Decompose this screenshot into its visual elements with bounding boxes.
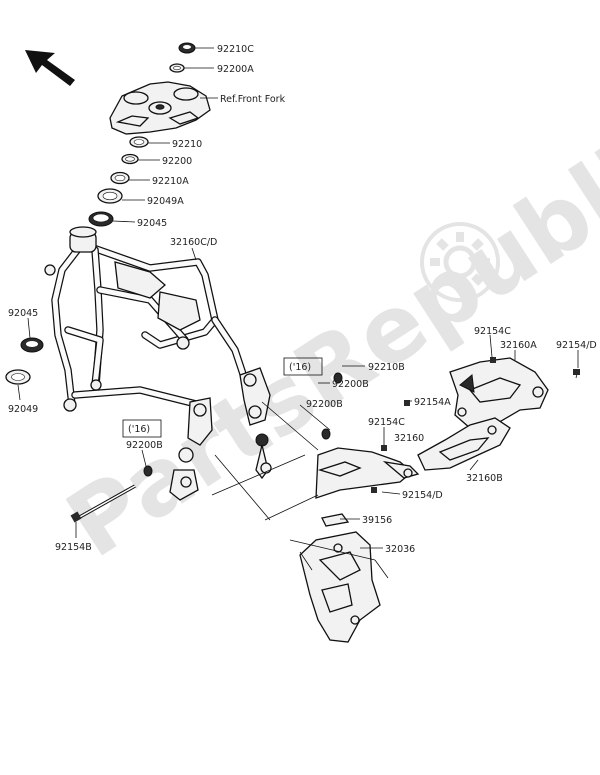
leader-lines [17,47,579,549]
label-92200A: 92200A [217,64,254,75]
watermark: PartsRepublik [49,92,600,578]
label-year-16-b: ('16) [128,424,150,435]
part-labels: 92210C 92200A Ref.Front Fork 92210 92200… [8,44,597,555]
label-92210: 92210 [172,139,202,150]
label-32160CD: 32160C/D [170,237,217,248]
label-32160: 32160 [394,433,424,444]
bracket-32036 [299,531,381,643]
watermark-text: PartsRepublik [49,92,600,578]
label-32160B: 32160B [466,473,503,484]
subframe-32160 [315,400,420,499]
label-92049: 92049 [8,404,38,415]
label-92200: 92200 [162,156,192,167]
gear-icon [420,222,500,302]
label-ref-front-fork: Ref.Front Fork [220,94,286,105]
label-92200B-c: 92200B [126,440,163,451]
collars [143,372,343,477]
label-92210A: 92210A [152,176,189,187]
label-92049A: 92049A [147,196,184,207]
label-92045-top: 92045 [137,218,167,229]
subframe-32160B [417,417,511,471]
long-bolt [70,484,136,523]
label-92154D-right: 92154/D [556,340,597,351]
label-92200B-a: 92200B [332,379,369,390]
label-92154D-mid: 92154/D [402,490,443,501]
label-32036: 32036 [385,544,415,555]
label-92154A: 92154A [414,397,451,408]
subframe-32160A [449,357,580,429]
arrow-up-left-icon [25,50,75,86]
steering-stem-stack [88,42,211,227]
label-92210B: 92210B [368,362,405,373]
label-92154C-mid: 92154C [368,417,405,428]
pad-39156 [321,513,350,527]
label-92154C-right: 92154C [474,326,511,337]
label-92200B-b: 92200B [306,399,343,410]
label-92045-left: 92045 [8,308,38,319]
label-92154B: 92154B [55,542,92,553]
year-box-a [283,357,323,376]
label-92210C: 92210C [217,44,254,55]
connector-lines [211,401,389,579]
label-year-16-a: ('16) [289,362,311,373]
left-bearing-parts [5,337,44,385]
label-32160A: 32160A [500,340,537,351]
label-39156: 39156 [362,515,392,526]
year-box-b [122,419,162,438]
main-frame [44,226,272,501]
